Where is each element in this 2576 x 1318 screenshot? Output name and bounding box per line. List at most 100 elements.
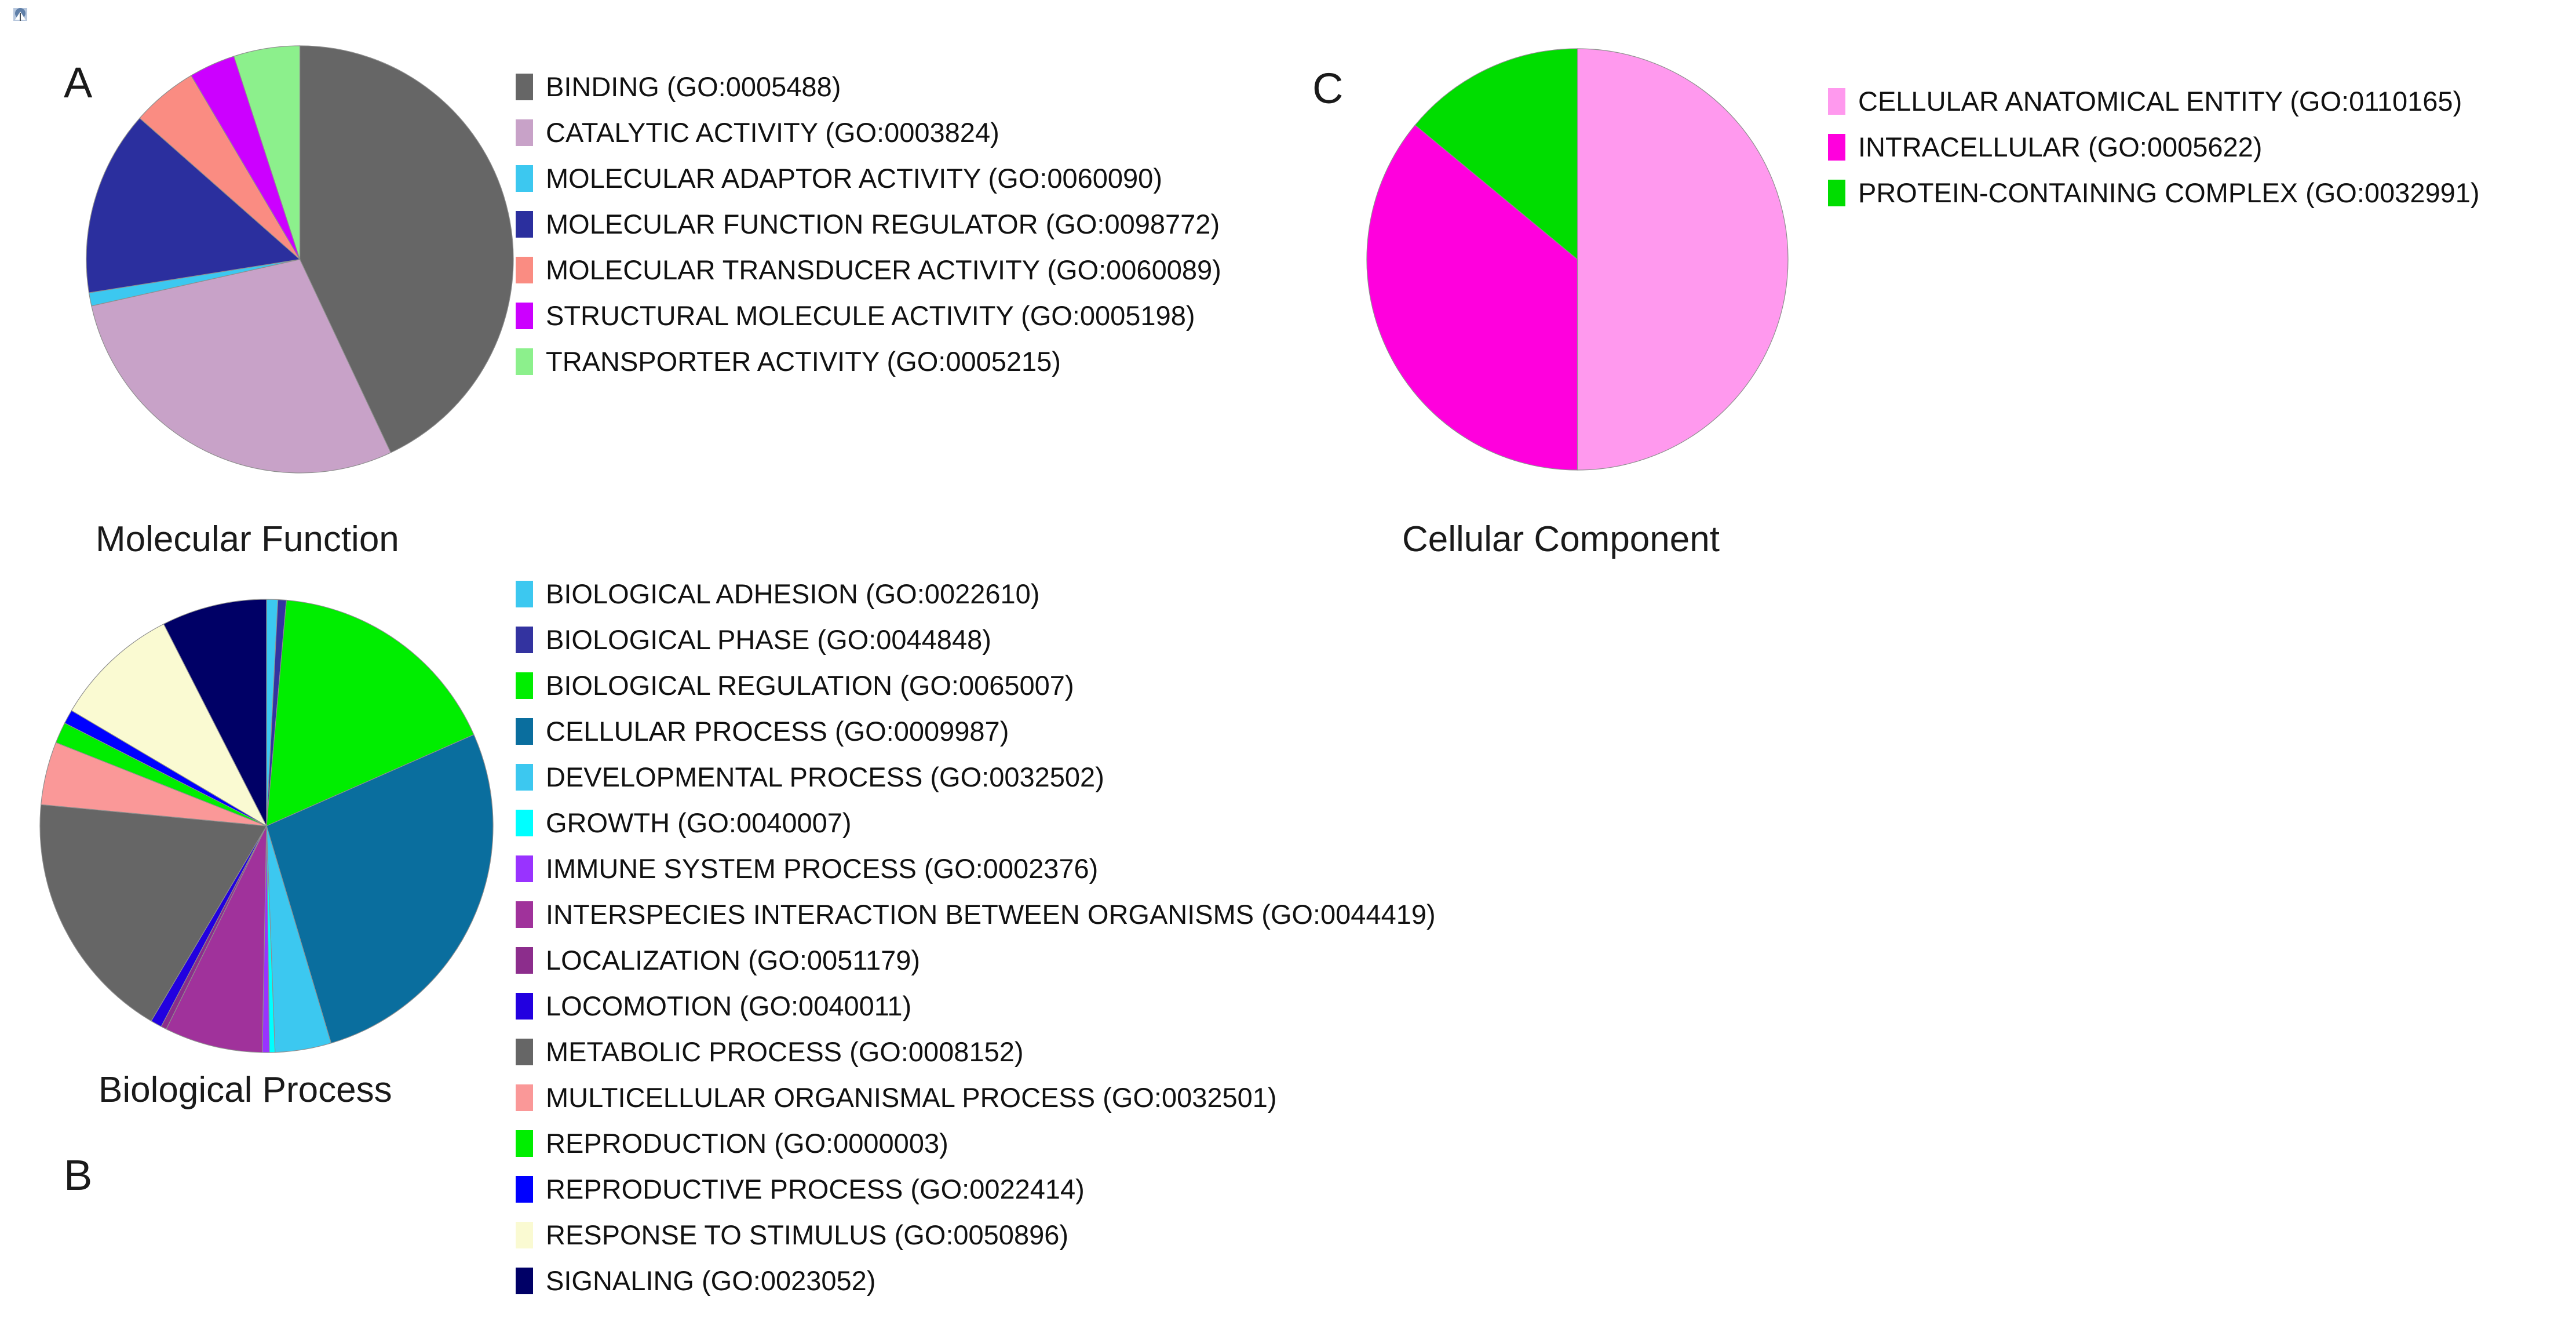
pie-slice [233,45,301,260]
legend-item-label: MOLECULAR TRANSDUCER ACTIVITY (GO:006008… [546,254,1221,285]
legend-color-swatch [516,992,533,1020]
legend-color-swatch [516,1175,533,1203]
legend-item-label: INTRACELLULAR (GO:0005622) [1858,132,2263,162]
legend-item-label: BIOLOGICAL REGULATION (GO:0065007) [546,670,1074,701]
pie-slice [86,117,301,293]
legend-item: CELLULAR ANATOMICAL ENTITY (GO:0110165) [1828,78,2480,124]
legend-item: BIOLOGICAL PHASE (GO:0044848) [516,617,1436,662]
legend-item-label: IMMUNE SYSTEM PROCESS (GO:0002376) [546,853,1099,884]
pie-chart-molecular-function [84,43,516,475]
caption-molecular-function: Molecular Function [96,519,399,559]
pie-slice [266,734,494,1044]
legend-item: REPRODUCTIVE PROCESS (GO:0022414) [516,1166,1436,1212]
pie-slice [71,623,268,827]
legend-item-label: LOCOMOTION (GO:0040011) [546,991,912,1021]
legend-item: STRUCTURAL MOLECULE ACTIVITY (GO:0005198… [516,293,1221,338]
legend-color-swatch [1828,88,1845,115]
legend-item-label: BIOLOGICAL PHASE (GO:0044848) [546,624,991,655]
legend-color-swatch [516,580,533,607]
legend-item-label: LOCALIZATION (GO:0051179) [546,945,921,975]
legend-item-label: TRANSPORTER ACTIVITY (GO:0005215) [546,346,1061,377]
legend-item: MULTICELLULAR ORGANISMAL PROCESS (GO:003… [516,1075,1436,1120]
caption-biological-process: Biological Process [98,1070,392,1110]
pie-slice [1366,124,1578,471]
caption-cellular-component: Cellular Component [1402,519,1720,559]
legend-color-swatch [516,165,533,192]
legend-item: REPRODUCTION (GO:0000003) [516,1120,1436,1166]
pie-svg [86,45,514,474]
image-placeholder-icon [13,8,27,21]
legend-color-swatch [516,672,533,699]
legend-item: TRANSPORTER ACTIVITY (GO:0005215) [516,338,1221,384]
legend-item: BIOLOGICAL ADHESION (GO:0022610) [516,571,1436,617]
panel-letter-a: A [64,59,93,107]
legend-item: SIGNALING (GO:0023052) [516,1258,1436,1304]
legend-item: MOLECULAR FUNCTION REGULATOR (GO:0098772… [516,201,1221,247]
legend-molecular-function: BINDING (GO:0005488) CATALYTIC ACTIVITY (… [516,64,1221,384]
legend-item-label: STRUCTURAL MOLECULE ACTIVITY (GO:0005198… [546,300,1195,331]
legend-item: MOLECULAR TRANSDUCER ACTIVITY (GO:006008… [516,247,1221,293]
legend-item: BIOLOGICAL REGULATION (GO:0065007) [516,662,1436,708]
legend-color-swatch [516,302,533,329]
legend-color-swatch [516,763,533,791]
legend-item: INTERSPECIES INTERACTION BETWEEN ORGANIS… [516,891,1436,937]
legend-item: PROTEIN-CONTAINING COMPLEX (GO:0032991) [1828,170,2480,216]
pie-svg [1366,48,1789,471]
legend-color-swatch [516,119,533,146]
legend-color-swatch [516,855,533,882]
legend-item-label: REPRODUCTION (GO:0000003) [546,1128,948,1159]
legend-item: BINDING (GO:0005488) [516,64,1221,110]
legend-item-label: BINDING (GO:0005488) [546,71,841,102]
legend-item: METABOLIC PROCESS (GO:0008152) [516,1029,1436,1075]
pie-slice [91,258,392,474]
legend-color-swatch [516,256,533,283]
legend-item: INTRACELLULAR (GO:0005622) [1828,124,2480,170]
legend-color-swatch [516,1130,533,1157]
legend-item-label: SIGNALING (GO:0023052) [546,1265,876,1296]
legend-color-swatch [516,1221,533,1248]
legend-color-swatch [516,1267,533,1294]
legend-item-label: MOLECULAR FUNCTION REGULATOR (GO:0098772… [546,209,1220,239]
legend-item: IMMUNE SYSTEM PROCESS (GO:0002376) [516,846,1436,891]
legend-item-label: PROTEIN-CONTAINING COMPLEX (GO:0032991) [1858,177,2480,208]
legend-item-label: REPRODUCTIVE PROCESS (GO:0022414) [546,1174,1085,1204]
legend-color-swatch [516,809,533,836]
legend-item: MOLECULAR ADAPTOR ACTIVITY (GO:0060090) [516,155,1221,201]
pie-slice [163,599,267,827]
legend-color-swatch [516,348,533,375]
legend-item-label: INTERSPECIES INTERACTION BETWEEN ORGANIS… [546,899,1436,930]
panel-letter-b: B [64,1151,93,1199]
legend-item-label: MOLECULAR ADAPTOR ACTIVITY (GO:0060090) [546,163,1162,194]
panel-letter-c: C [1312,64,1344,112]
pie-chart-cellular-component [1364,46,1790,472]
pie-slice [1414,48,1578,260]
pie-slice [166,825,267,1053]
legend-cellular-component: CELLULAR ANATOMICAL ENTITY (GO:0110165) I… [1828,78,2480,216]
legend-color-swatch [516,626,533,653]
legend-item-label: CELLULAR ANATOMICAL ENTITY (GO:0110165) [1858,86,2462,116]
legend-item-label: CATALYTIC ACTIVITY (GO:0003824) [546,117,999,148]
pie-slice [266,599,475,827]
legend-item: LOCALIZATION (GO:0051179) [516,937,1436,983]
pie-svg [39,599,494,1053]
legend-item: RESPONSE TO STIMULUS (GO:0050896) [516,1212,1436,1258]
legend-item-label: MULTICELLULAR ORGANISMAL PROCESS (GO:003… [546,1082,1277,1113]
legend-color-swatch [516,718,533,745]
legend-item-label: DEVELOPMENTAL PROCESS (GO:0032502) [546,762,1104,792]
legend-color-swatch [516,946,533,974]
legend-color-swatch [516,1038,533,1065]
legend-color-swatch [516,210,533,238]
legend-color-swatch [1828,179,1845,206]
legend-item-label: BIOLOGICAL ADHESION (GO:0022610) [546,578,1040,609]
legend-color-swatch [516,901,533,928]
legend-item-label: GROWTH (GO:0040007) [546,807,852,838]
legend-biological-process: BIOLOGICAL ADHESION (GO:0022610) BIOLOGIC… [516,571,1436,1304]
legend-color-swatch [516,1084,533,1111]
legend-item: CATALYTIC ACTIVITY (GO:0003824) [516,110,1221,155]
legend-color-swatch [516,73,533,100]
pie-slice [1577,48,1789,471]
legend-item: GROWTH (GO:0040007) [516,800,1436,846]
pie-slice [39,804,267,1022]
legend-color-swatch [1828,133,1845,161]
legend-item-label: METABOLIC PROCESS (GO:0008152) [546,1036,1024,1067]
